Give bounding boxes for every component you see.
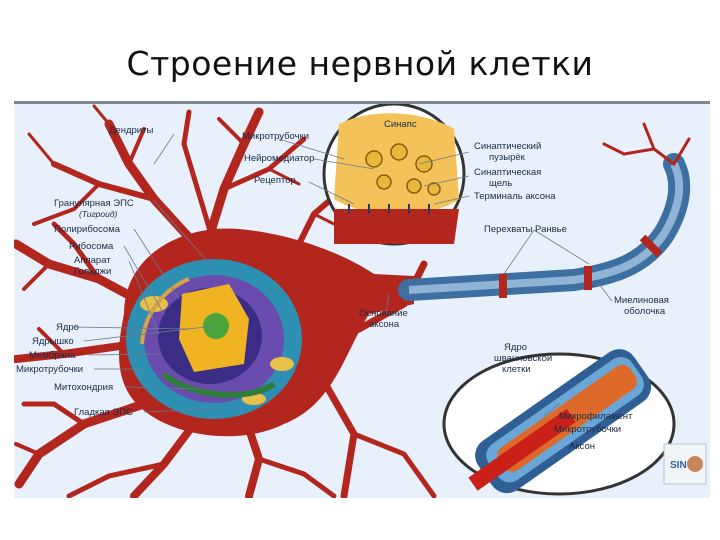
- label-receptor: Рецептор: [254, 175, 296, 186]
- label-mitochondria: Митохондрия: [54, 382, 113, 393]
- label-microtubules-bottom: Микротрубочки: [554, 424, 621, 435]
- label-schwann-3: клетки: [502, 364, 531, 375]
- label-ranvier: Перехваты Ранвье: [484, 224, 567, 235]
- label-synaptic-cleft-2: щель: [489, 178, 512, 189]
- nucleolus-shape: [203, 313, 229, 339]
- label-membrane: Мембрана: [29, 350, 76, 361]
- label-axon: Аксон: [569, 441, 595, 452]
- label-polyribosome: Полирибосома: [54, 224, 121, 235]
- label-myelin-2: оболочка: [624, 306, 666, 317]
- label-neurotransmitter: Нейромедиатор: [244, 153, 314, 164]
- label-ribosome: Рибосома: [69, 241, 114, 252]
- label-myelin-1: Миелиновая: [614, 295, 669, 306]
- label-schwann-2: шванновской: [494, 353, 552, 364]
- slide-title: Строение нервной клетки: [126, 44, 594, 83]
- label-tigroid: (Тигроид): [79, 209, 118, 219]
- logo-text: SIN: [670, 460, 687, 471]
- neuron-illustration: SIN Дендриты Микротрубочки Нейромедиатор…: [14, 104, 707, 498]
- label-axon-hillock-1: Основание: [359, 308, 408, 319]
- label-golgi-1: Аппарат: [74, 255, 111, 266]
- label-synaptic-vesicle-1: Синаптический: [474, 141, 541, 152]
- label-synaptic-cleft-1: Синаптическая: [474, 167, 541, 178]
- label-golgi-2: Гольджи: [74, 266, 111, 277]
- label-rough-er: Гранулярная ЭПС: [54, 198, 134, 209]
- label-nucleolus: Ядрышко: [32, 336, 74, 347]
- leader-lines: [73, 133, 613, 417]
- neuron-diagram: SIN Дендриты Микротрубочки Нейромедиатор…: [14, 101, 710, 498]
- label-synaptic-vesicle-2: пузырёк: [489, 152, 526, 163]
- axon: [398, 122, 691, 301]
- label-synapse: Синапс: [384, 119, 417, 130]
- labels: Дендриты Микротрубочки Нейромедиатор Рец…: [16, 119, 669, 452]
- label-dendrites: Дендриты: [109, 125, 153, 136]
- label-nucleus: Ядро: [56, 322, 79, 333]
- cell-body: [119, 228, 414, 437]
- label-smooth-er: Гладкая ЭПС: [74, 407, 133, 418]
- label-axon-terminal: Терминаль аксона: [474, 191, 556, 202]
- label-axon-hillock-2: аксона: [369, 319, 400, 330]
- myelin-inset: [442, 349, 676, 496]
- label-schwann-1: Ядро: [504, 342, 527, 353]
- label-microtubules-top: Микротрубочки: [242, 131, 309, 142]
- synapse-inset: [322, 104, 466, 246]
- ranvier-nodes: [499, 234, 663, 298]
- label-microtubules-left: Микротрубочки: [16, 364, 83, 375]
- axon-terminal-branches: [602, 122, 691, 166]
- logo: SIN: [663, 443, 707, 485]
- label-microfilament: Микрофиламент: [559, 411, 633, 422]
